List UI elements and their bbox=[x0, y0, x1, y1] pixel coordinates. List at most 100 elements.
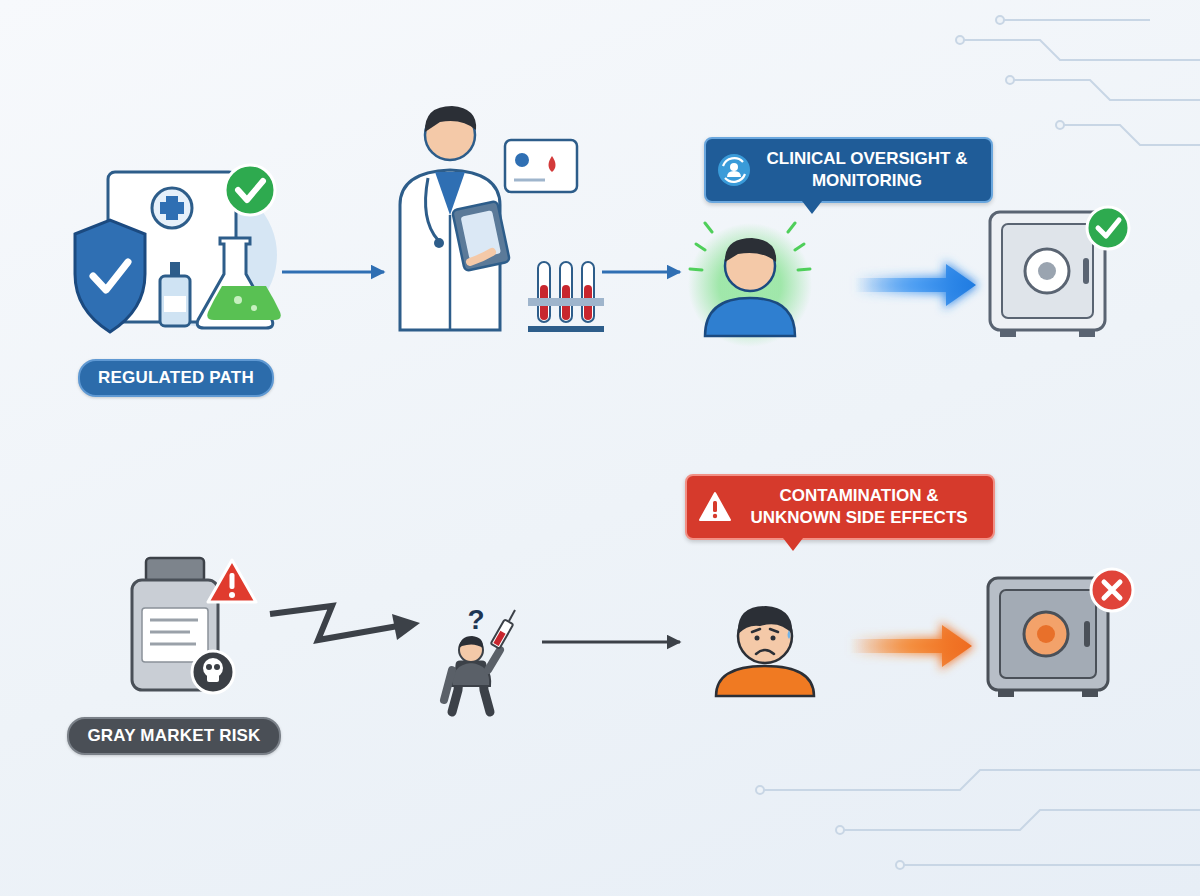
test-tubes bbox=[528, 326, 604, 332]
circuit-lines bbox=[760, 770, 1200, 790]
person-with-syringe bbox=[488, 650, 500, 670]
doctor-figure bbox=[434, 238, 444, 248]
test-tubes bbox=[560, 262, 572, 322]
circuit-lines bbox=[960, 40, 1200, 60]
circuit-lines bbox=[1006, 76, 1014, 84]
affected-person bbox=[716, 666, 814, 696]
test-tubes bbox=[528, 298, 604, 306]
doctor-figure bbox=[449, 215, 452, 330]
gray-market-vial bbox=[206, 664, 212, 670]
path-label: REGULATED PATH bbox=[78, 359, 274, 397]
doctor-figure bbox=[425, 106, 476, 132]
circuit-lines bbox=[1000, 19, 1150, 21]
affected-person bbox=[771, 636, 776, 641]
safe-secure bbox=[990, 207, 1129, 337]
glow-arrow bbox=[850, 625, 972, 667]
doctor-figure bbox=[514, 179, 545, 182]
safe-breached bbox=[1091, 569, 1133, 611]
node-text: CLINICAL OVERSIGHT & MONITORING bbox=[760, 148, 975, 192]
doctor-figure bbox=[400, 106, 577, 330]
regulated-icons bbox=[93, 262, 128, 290]
circuit-lines bbox=[896, 861, 904, 869]
circuit-lines bbox=[1056, 121, 1064, 129]
callout-icon bbox=[727, 171, 741, 177]
affected-person bbox=[756, 650, 774, 654]
circuit-lines bbox=[900, 864, 1200, 866]
zigzag-arrow bbox=[270, 606, 420, 640]
safe-secure bbox=[1087, 207, 1129, 249]
regulated-icons bbox=[251, 305, 257, 311]
safe-breached bbox=[1104, 582, 1120, 598]
gray-market-vial bbox=[207, 674, 219, 682]
test-tubes bbox=[538, 262, 550, 322]
doctor-figure bbox=[452, 201, 510, 271]
flow-arrow bbox=[602, 271, 680, 274]
gray-market-vial bbox=[192, 651, 234, 693]
safe-secure bbox=[1083, 258, 1089, 284]
doctor-figure bbox=[426, 178, 438, 240]
gray-market-vial bbox=[132, 558, 256, 693]
doctor-figure bbox=[505, 140, 577, 192]
person-with-syringe bbox=[493, 631, 505, 646]
safe-breached bbox=[1000, 590, 1096, 678]
test-tubes bbox=[582, 262, 594, 322]
doctor-figure bbox=[470, 252, 492, 262]
doctor-figure bbox=[515, 153, 529, 167]
affected-person bbox=[788, 630, 791, 639]
safe-breached bbox=[1084, 621, 1090, 647]
person-with-syringe bbox=[459, 636, 483, 648]
glow-arrow bbox=[855, 264, 976, 306]
affected-person bbox=[755, 636, 760, 641]
callout-icon bbox=[718, 154, 750, 186]
glow-arrow bbox=[855, 261, 978, 309]
circuit-lines bbox=[840, 810, 1200, 830]
person-with-syringe bbox=[452, 662, 490, 686]
regulated-icons bbox=[238, 181, 263, 200]
gray-market-vial bbox=[150, 643, 196, 646]
gray-market-vial bbox=[214, 664, 220, 670]
affected-person bbox=[716, 606, 814, 696]
callout-icon bbox=[730, 163, 738, 171]
gray-market-vial bbox=[142, 608, 208, 662]
gray-market-vial bbox=[208, 560, 256, 602]
regulated-icons bbox=[234, 296, 242, 304]
person-with-syringe bbox=[444, 670, 452, 700]
regulated-icons bbox=[160, 196, 184, 220]
callout-icon bbox=[698, 490, 732, 524]
affected-person bbox=[752, 629, 778, 632]
glow-arrow bbox=[855, 261, 978, 309]
person-with-syringe bbox=[491, 619, 514, 648]
regulated-icons bbox=[164, 296, 186, 312]
callout-icon bbox=[717, 153, 751, 187]
monitored-person bbox=[705, 298, 795, 336]
circuit-lines bbox=[956, 36, 964, 44]
monitored-person bbox=[688, 223, 812, 347]
test-tubes bbox=[528, 262, 604, 332]
callout-box: CONTAMINATION & UNKNOWN SIDE EFFECTS bbox=[685, 474, 995, 540]
regulated-icons bbox=[75, 165, 281, 332]
safe-secure bbox=[1000, 330, 1016, 337]
circuit-lines bbox=[1060, 125, 1200, 145]
flow-arrow bbox=[282, 271, 384, 274]
zigzag-arrow bbox=[270, 606, 398, 640]
safe-breached bbox=[988, 578, 1108, 690]
safe-breached bbox=[1082, 690, 1098, 697]
callout-icon bbox=[723, 158, 745, 182]
safe-secure bbox=[1098, 220, 1119, 236]
glow-arrow bbox=[850, 622, 974, 670]
doctor-figure bbox=[549, 156, 556, 172]
safe-breached bbox=[998, 690, 1014, 697]
affected-person bbox=[738, 606, 792, 634]
path-label: GRAY MARKET RISK bbox=[67, 717, 280, 755]
safe-breached bbox=[988, 569, 1133, 697]
safe-secure bbox=[1002, 224, 1093, 318]
safe-secure bbox=[1079, 330, 1095, 337]
flow-arrow bbox=[542, 641, 680, 644]
circuit-lines bbox=[996, 16, 1004, 24]
circuit-lines bbox=[1010, 80, 1200, 100]
monitored-person bbox=[725, 238, 776, 262]
safe-breached bbox=[1037, 625, 1055, 643]
callout-icon bbox=[700, 493, 730, 520]
